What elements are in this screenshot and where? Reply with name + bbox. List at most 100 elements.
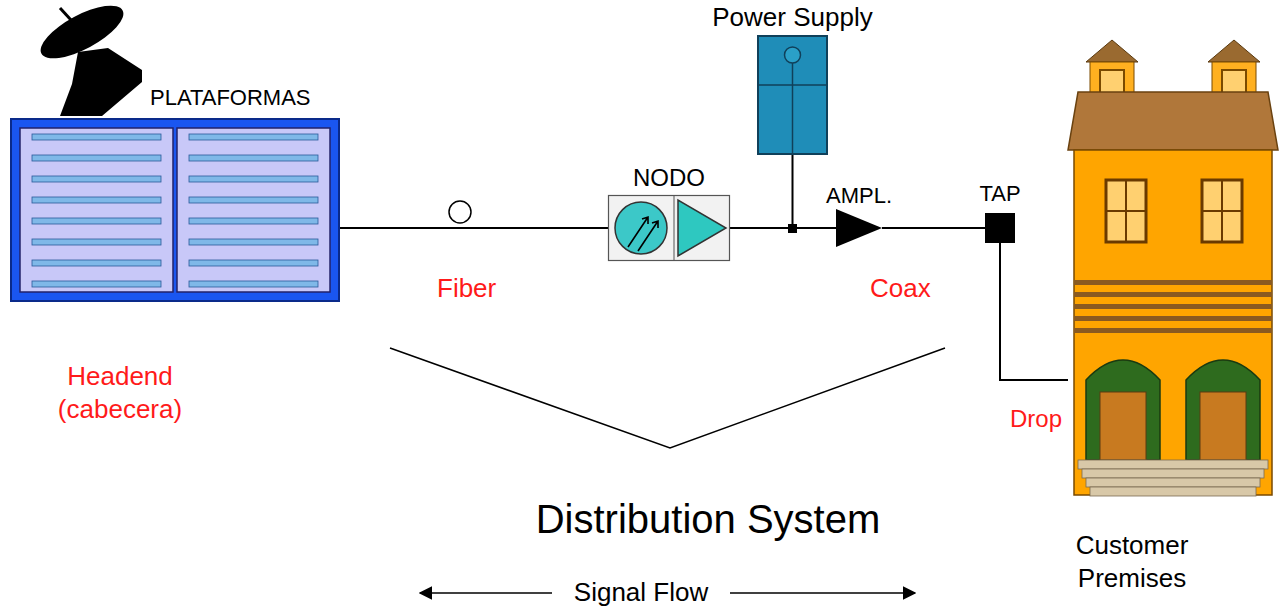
power-feed-line (792, 63, 794, 155)
rack-unit (32, 134, 161, 140)
power-supply-box: Power Supply (757, 35, 828, 155)
text-holder: NODO (594, 163, 744, 193)
shape-outline (836, 209, 882, 247)
equipment-rack (177, 128, 330, 292)
text-holder: Power Supply (672, 1, 913, 34)
house-step (1086, 478, 1260, 487)
shape-outline (757, 35, 828, 155)
house-step (1090, 487, 1256, 496)
label-holder: PLATAFORMAS (150, 84, 380, 112)
signal-flow-arrow (730, 592, 915, 594)
signal-flow-label: Signal Flow (555, 576, 727, 609)
rack-unit (189, 281, 318, 287)
signal-flow-arrow (420, 592, 552, 594)
node-divider (674, 195, 675, 261)
rack-unit (189, 218, 318, 224)
rack-unit (32, 281, 161, 287)
house-window (1106, 180, 1146, 242)
door-arch (1086, 360, 1160, 460)
facade-band (1074, 328, 1272, 333)
tap-symbol: TAP (985, 213, 1015, 243)
rack-unit (32, 155, 161, 161)
dormer-roof (1208, 40, 1260, 62)
equipment-rack (20, 128, 173, 292)
rack-unit (189, 260, 318, 266)
dormer-window (1100, 70, 1124, 96)
door-arch (1186, 360, 1260, 460)
shape-outline (1068, 40, 1278, 495)
rack-unit (32, 239, 161, 245)
satellite-dish-icon (33, 0, 142, 116)
label-holder: Drop (1008, 404, 1064, 434)
node-label: Customer Premises (1062, 529, 1202, 594)
cable-line (882, 227, 985, 229)
amplifier-triangle (836, 209, 882, 247)
facade-band (1074, 316, 1272, 321)
shape-outline (608, 195, 730, 261)
label-holder: Signal Flow (555, 576, 727, 609)
rack-unit (32, 176, 161, 182)
text-holder: Customer Premises (1062, 529, 1202, 594)
node-amplifier-symbol (678, 200, 726, 256)
house-window (1202, 180, 1242, 242)
window-bar (1125, 180, 1127, 242)
label-holder: Distribution System (508, 494, 908, 544)
facade-band (1074, 280, 1272, 285)
fiber-splice-symbol (449, 201, 471, 223)
rack-unit (189, 155, 318, 161)
headend-cabinet (11, 119, 339, 301)
platform-label: PLATAFORMAS (150, 84, 380, 112)
rack-unit (189, 239, 318, 245)
rack-unit (32, 197, 161, 203)
label-holder: Coax (868, 272, 933, 305)
house-facade (1074, 150, 1272, 495)
cable-line (340, 227, 608, 229)
window-bar (1202, 210, 1242, 212)
system-title: Distribution System (508, 494, 908, 544)
light-arrows (628, 217, 658, 251)
rack-unit (189, 197, 318, 203)
rack-unit (32, 260, 161, 266)
label-holder: Fiber (435, 272, 498, 305)
dormer-window (1222, 70, 1246, 96)
node-label: NODO (594, 163, 744, 193)
house-roof (1068, 92, 1278, 150)
node-label: Power Supply (672, 1, 913, 34)
cable-type-label: Fiber (435, 272, 498, 305)
headend-box: Headend (cabecera) (10, 118, 340, 302)
facade-band (1074, 292, 1272, 297)
node-label: AMPL. (809, 182, 909, 210)
tap-block (985, 213, 1015, 243)
rack-unit (189, 134, 318, 140)
distribution-bracket (390, 348, 945, 448)
optical-receiver-symbol (615, 202, 667, 254)
node-label: Headend (cabecera) (10, 360, 230, 425)
customer-house: Customer Premises (1068, 40, 1278, 495)
text-holder: AMPL. (809, 182, 909, 210)
cabinet-divider (758, 84, 827, 86)
amplifier-symbol: AMPL. (836, 209, 882, 247)
house-step (1082, 469, 1264, 478)
dormer (1090, 62, 1134, 104)
rack-unit (189, 176, 318, 182)
cable-line (1000, 243, 1068, 380)
node-housing (609, 196, 730, 261)
cable-type-label: Drop (1008, 404, 1064, 434)
rack-unit (32, 218, 161, 224)
shape-outline (985, 213, 1015, 243)
shape-outline (10, 118, 340, 302)
dormer (1212, 62, 1256, 104)
power-indicator (785, 47, 801, 63)
cable-line (793, 155, 837, 228)
window-bar (1106, 210, 1146, 212)
optical-node-box: NODO (608, 195, 730, 261)
house-door (1100, 392, 1146, 460)
house-step (1078, 460, 1268, 469)
text-holder: TAP (960, 180, 1040, 208)
text-holder: Headend (cabecera) (10, 360, 230, 425)
